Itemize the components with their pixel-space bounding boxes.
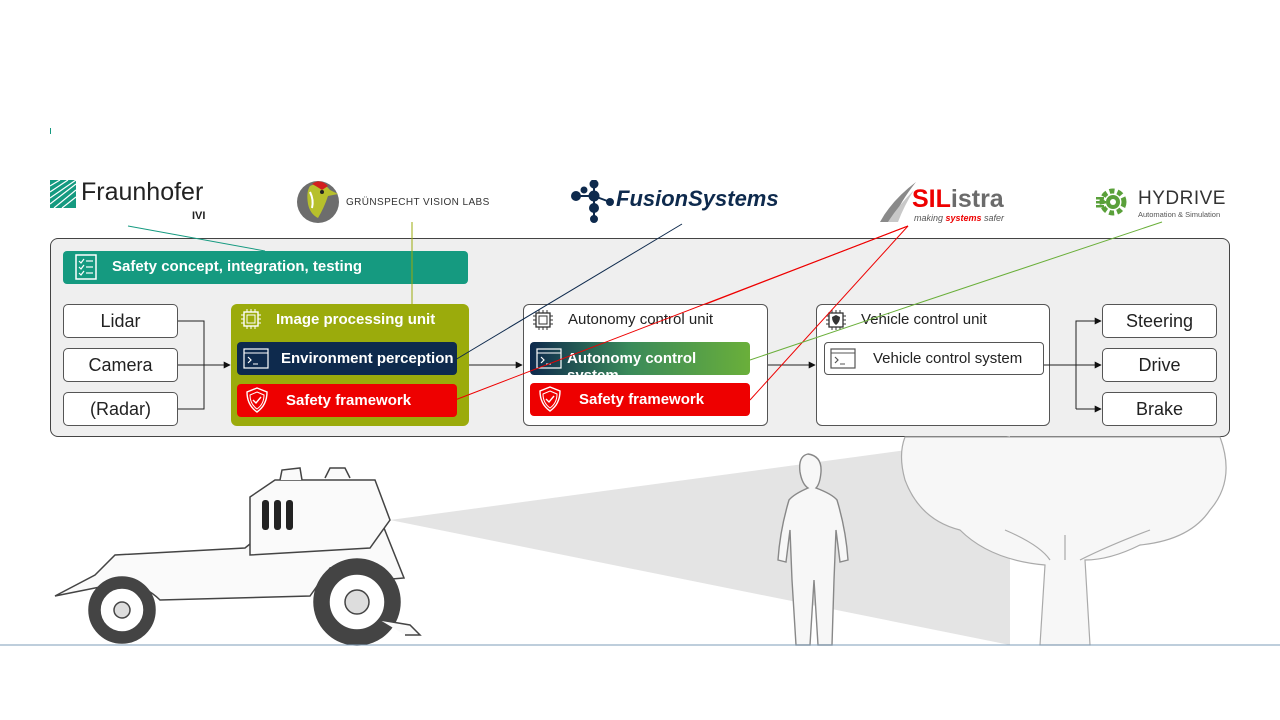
fusionsystems-name: FusionSystems <box>616 186 779 211</box>
silistra-name: SIListra <box>912 185 1004 214</box>
actuator-brake: Brake <box>1102 392 1217 426</box>
image-processing-title: Image processing unit <box>276 311 436 328</box>
fraunhofer-logo: Fraunhofer IVI <box>50 178 220 226</box>
chip-icon <box>533 310 553 330</box>
hydrive-tagline: Automation & Simulation <box>1138 210 1221 219</box>
ipu-safety-framework-bar: Safety framework <box>237 384 457 417</box>
chip-icon <box>826 310 846 330</box>
fraunhofer-sub: IVI <box>192 210 206 222</box>
terminal-icon <box>830 348 856 369</box>
shield-icon <box>539 386 561 412</box>
silistra-logo: SIListra making systems safer <box>878 180 1018 226</box>
ipu-safety-framework-label: Safety framework <box>286 392 412 409</box>
sensor-lidar: Lidar <box>63 304 178 338</box>
robot-tractor-icon <box>54 467 422 646</box>
molecule-icon <box>571 180 614 223</box>
swoosh-icon <box>880 182 916 222</box>
fusionsystems-logo: FusionSystems <box>570 180 810 224</box>
silistra-name-red: SIL <box>912 185 951 213</box>
vehicle-control-title: Vehicle control unit <box>861 311 987 328</box>
sensor-camera: Camera <box>63 348 178 382</box>
hydrive-name: HYDRIVE <box>1138 188 1226 209</box>
acu-safety-framework-label: Safety framework <box>579 391 705 408</box>
woodpecker-icon <box>297 181 339 223</box>
terminal-icon <box>243 348 269 369</box>
safety-concept-label: Safety concept, integration, testing <box>112 258 363 275</box>
sensor-cone <box>390 436 1010 645</box>
safety-concept-bar: Safety concept, integration, testing <box>63 251 468 284</box>
gear-icon <box>1096 188 1127 216</box>
gruenspecht-logo: GRÜNSPECHT VISION LABS <box>296 178 506 228</box>
fraunhofer-mark-icon <box>50 180 76 208</box>
tree-icon <box>900 436 1227 646</box>
vehicle-control-system-box: Vehicle control system <box>824 342 1044 375</box>
autonomy-control-system-label: Autonomy control system <box>567 350 697 384</box>
autonomy-control-title: Autonomy control unit <box>568 311 714 328</box>
environment-perception-label: Environment perception <box>281 350 454 367</box>
acu-safety-framework-bar: Safety framework <box>530 383 750 416</box>
person-icon <box>777 453 849 646</box>
actuator-drive: Drive <box>1102 348 1217 382</box>
terminal-icon <box>536 348 562 369</box>
silistra-tagline-a: making <box>914 213 946 223</box>
gruenspecht-name: GRÜNSPECHT VISION LABS <box>346 197 490 208</box>
silistra-tagline: making systems safer <box>914 213 1004 223</box>
hydrive-logo: HYDRIVE Automation & Simulation <box>1096 186 1236 222</box>
sensor-radar: (Radar) <box>63 392 178 426</box>
silistra-name-gray: istra <box>950 185 1004 213</box>
silistra-tagline-b: systems <box>945 213 982 223</box>
environment-perception-bar: Environment perception <box>237 342 457 375</box>
actuator-steering: Steering <box>1102 304 1217 338</box>
fraunhofer-name: Fraunhofer <box>81 178 204 206</box>
checklist-icon <box>75 254 97 280</box>
silistra-tagline-c: safer <box>981 213 1005 223</box>
chip-icon <box>241 309 261 329</box>
shield-icon <box>246 387 268 413</box>
slide-mark <box>50 128 51 134</box>
vehicle-control-system-label: Vehicle control system <box>873 350 1023 367</box>
autonomy-control-system-bar: Autonomy control system <box>530 342 750 384</box>
